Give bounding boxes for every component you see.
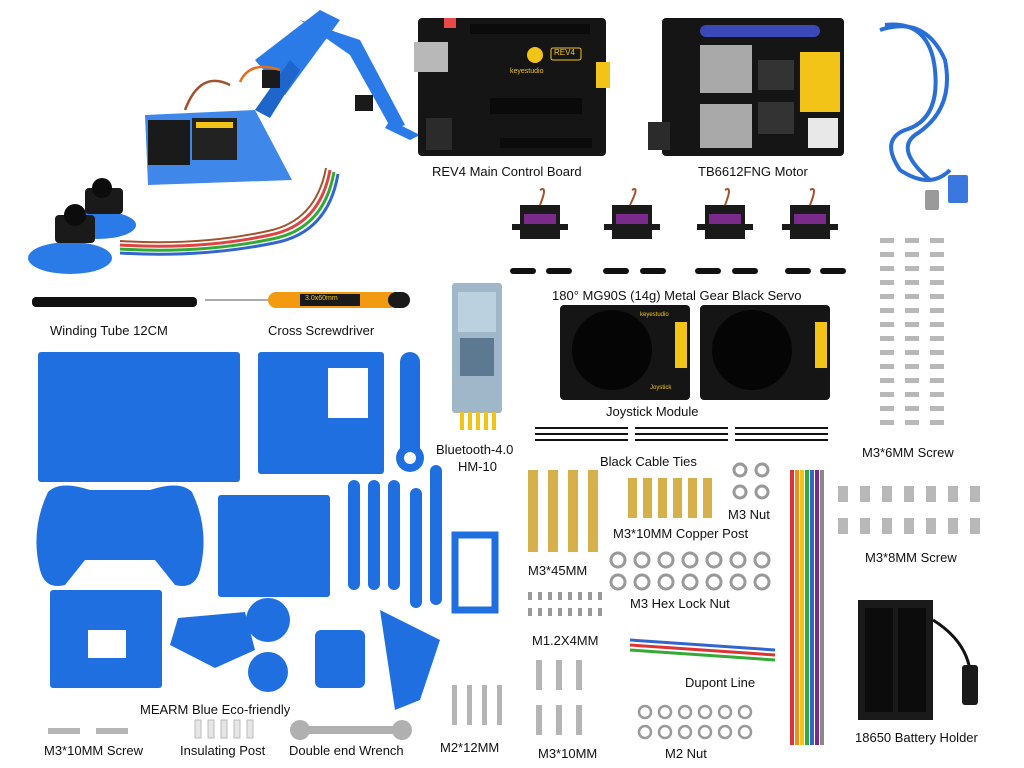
- m12x4-label: M1.2X4MM: [532, 633, 599, 648]
- hex-lock-nuts: [609, 551, 771, 591]
- m3x45-label: M3*45MM: [528, 563, 588, 578]
- double-end-wrench: [290, 720, 412, 740]
- insulating-post-label: Insulating Post: [180, 743, 266, 758]
- rev4-badge-text: REV4: [554, 48, 575, 57]
- bluetooth-label-line2: HM-10: [458, 459, 498, 474]
- m12x4-screws: [528, 592, 602, 616]
- usb-cable: [879, 22, 968, 210]
- m3-nuts: [732, 462, 770, 500]
- battery-holder-label: 18650 Battery Holder: [855, 730, 978, 745]
- m3x6-screw-label: M3*6MM Screw: [862, 445, 954, 460]
- m3x10-screws: [536, 660, 582, 735]
- m2-nuts: [637, 704, 753, 740]
- cable-ties-label: Black Cable Ties: [600, 454, 697, 469]
- bluetooth-module: [452, 283, 502, 430]
- joystick-label: Joystick Module: [606, 404, 699, 419]
- joystick-word-text: Joystick: [650, 385, 672, 391]
- cross-screwdriver: [205, 292, 410, 308]
- m2-nut-label: M2 Nut: [665, 746, 707, 761]
- m3x8-screw-grid: [838, 486, 980, 534]
- dupont-line-label: Dupont Line: [685, 675, 756, 690]
- rev4-board: [414, 18, 610, 156]
- screwdriver-tag-text: 3.0x60mm: [305, 295, 338, 302]
- hex-lock-nut-label: M3 Hex Lock Nut: [630, 596, 730, 611]
- rev4-brand-text: keyestudio: [510, 68, 544, 75]
- m3x8-screw-label: M3*8MM Screw: [865, 550, 957, 565]
- bluetooth-label-line1: Bluetooth-4.0: [436, 442, 514, 457]
- copper-posts: [528, 470, 712, 552]
- winding-tube-label: Winding Tube 12CM: [50, 323, 168, 338]
- m3x10-label: M3*10MM: [538, 746, 598, 761]
- m2x12-label: M2*12MM: [440, 740, 500, 755]
- screwdriver-label: Cross Screwdriver: [268, 323, 375, 338]
- m3x10mm-long-screws: [48, 728, 128, 734]
- joystick-modules: [560, 305, 830, 400]
- battery-holder: [858, 600, 978, 720]
- wrench-label: Double end Wrench: [289, 743, 404, 758]
- cable-ties: [535, 427, 828, 441]
- copper-post-label: M3*10MM Copper Post: [613, 526, 749, 541]
- m3-nut-label: M3 Nut: [728, 507, 770, 522]
- assembled-robot-arm: [28, 10, 420, 274]
- insulating-posts: [194, 719, 254, 739]
- winding-tube: [32, 297, 197, 307]
- servo-label: 180° MG90S (14g) Metal Gear Black Servo: [552, 288, 802, 303]
- acrylic-parts: [36, 352, 499, 710]
- servo-group: [510, 188, 846, 274]
- m3x10-screw-label: M3*10MM Screw: [44, 743, 143, 758]
- m2x12-screws: [452, 685, 502, 725]
- mearm-label: MEARM Blue Eco-friendly: [140, 702, 291, 717]
- tb6612-board: [648, 18, 844, 156]
- m3x6-screw-grid: [880, 238, 944, 425]
- joystick-brand-text: keyestudio: [640, 312, 669, 318]
- rev4-board-label: REV4 Main Control Board: [432, 164, 582, 179]
- tb6612-board-label: TB6612FNG Motor: [698, 164, 808, 179]
- dupont-lines: [629, 470, 824, 745]
